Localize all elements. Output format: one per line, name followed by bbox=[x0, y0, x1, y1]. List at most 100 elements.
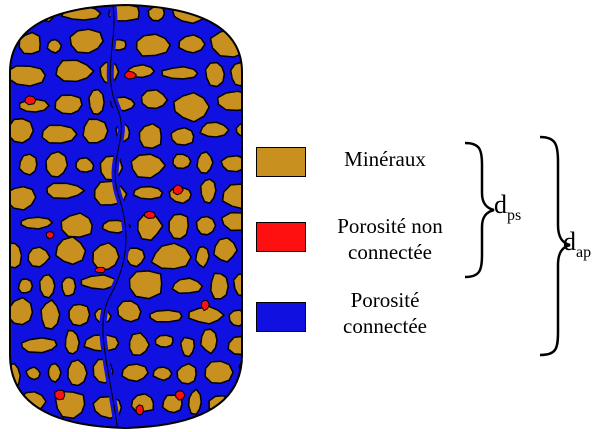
mineral-grain bbox=[116, 300, 142, 323]
mineral-grain bbox=[210, 272, 229, 300]
mineral-grain bbox=[92, 241, 120, 271]
non-connected-pore bbox=[94, 266, 107, 274]
mineral-grain bbox=[130, 153, 167, 179]
mineral-grain bbox=[187, 388, 202, 416]
mineral-grain bbox=[216, 90, 242, 112]
mineral-grain bbox=[172, 91, 211, 123]
mineral-grain bbox=[199, 178, 217, 204]
mineral-grain bbox=[170, 127, 195, 146]
connected-label-line2: connectée bbox=[343, 314, 427, 338]
mineral-grain bbox=[10, 65, 47, 87]
non-connected-pore bbox=[124, 70, 138, 80]
non-connected-pore bbox=[54, 389, 66, 401]
mineral-grain bbox=[69, 28, 104, 54]
mineral-grain bbox=[67, 359, 88, 387]
mineral-grain bbox=[212, 237, 238, 263]
mineral-grain bbox=[45, 150, 69, 178]
mineral-grain bbox=[60, 212, 93, 238]
mineral-grain bbox=[195, 215, 217, 236]
mineral-grain bbox=[221, 183, 242, 210]
connected-label-line1: Porosité bbox=[350, 288, 420, 312]
brace-ps bbox=[464, 141, 495, 279]
mineral-grain bbox=[54, 94, 83, 115]
mineral-grain bbox=[54, 236, 87, 266]
mineral-grain bbox=[64, 329, 80, 355]
mineral-grain bbox=[168, 213, 189, 240]
mineral-grain bbox=[18, 31, 41, 55]
mineral-grain bbox=[179, 336, 196, 358]
mineral-grain bbox=[148, 309, 183, 323]
mineral-grain bbox=[68, 303, 91, 327]
mineral-grain bbox=[232, 273, 242, 297]
mineral-grain bbox=[199, 121, 230, 138]
minerals-label: Minéraux bbox=[344, 147, 426, 171]
density-ap-subscript: ap bbox=[576, 244, 592, 261]
mineral-grain bbox=[40, 299, 61, 330]
mineral-grain bbox=[152, 366, 173, 382]
mineral-grain bbox=[20, 337, 58, 354]
non-connected-pore bbox=[24, 95, 37, 106]
mineral-grain bbox=[82, 118, 109, 144]
mineral-grain bbox=[55, 59, 95, 83]
mineral-grain bbox=[132, 185, 164, 200]
brace-ap bbox=[539, 135, 571, 357]
density-ps-label: dps bbox=[494, 190, 521, 225]
mineral-grain bbox=[128, 332, 151, 356]
mineral-grain bbox=[194, 245, 210, 269]
mineral-grain bbox=[27, 246, 51, 268]
mineral-grain bbox=[138, 122, 162, 149]
non-connected-pore bbox=[143, 210, 156, 220]
rock-sample-cylinder bbox=[9, 3, 243, 430]
non-connected-label-line2: connectée bbox=[348, 240, 432, 264]
mineral-grain bbox=[17, 278, 34, 294]
non-connected-porosity-label: Porosité non connectée bbox=[320, 213, 460, 265]
mineral-grain bbox=[161, 66, 199, 80]
mineral-grain bbox=[20, 216, 54, 230]
mineral-grain bbox=[10, 296, 34, 326]
mineral-grain bbox=[10, 185, 37, 211]
non-connected-pore bbox=[135, 404, 145, 416]
mineral-grain bbox=[178, 34, 206, 54]
density-ap-symbol: d bbox=[563, 227, 576, 256]
mineral-grain bbox=[229, 61, 242, 87]
mineral-grain bbox=[61, 276, 77, 297]
mineral-grain bbox=[188, 305, 226, 325]
mineral-grain bbox=[204, 61, 226, 88]
mineral-grain bbox=[88, 88, 105, 115]
mineral-grain bbox=[75, 156, 95, 173]
non-connected-porosity-swatch bbox=[256, 222, 306, 252]
mineral-grain bbox=[154, 334, 174, 348]
non-connected-pore bbox=[45, 231, 55, 240]
mineral-grain bbox=[10, 117, 35, 144]
non-connected-pores bbox=[24, 70, 210, 416]
mineral-grain bbox=[196, 151, 214, 174]
mineral-grain bbox=[38, 273, 56, 299]
mineral-grain bbox=[204, 360, 234, 384]
non-connected-pore bbox=[172, 184, 184, 196]
minerals-swatch bbox=[256, 147, 306, 177]
mineral-grain bbox=[121, 363, 149, 383]
mineral-grain bbox=[200, 328, 218, 355]
mineral-grain bbox=[41, 124, 78, 144]
density-ps-symbol: d bbox=[494, 190, 507, 219]
mineral-grain bbox=[220, 154, 242, 173]
density-ap-label: dap bbox=[563, 227, 591, 262]
mineral-grain bbox=[128, 270, 163, 300]
mineral-grain bbox=[227, 335, 242, 356]
density-ps-subscript: ps bbox=[507, 207, 522, 224]
non-connected-label-line1: Porosité non bbox=[337, 214, 443, 238]
mineral-grain bbox=[140, 89, 169, 110]
connected-porosity-label: Porosité connectée bbox=[320, 287, 450, 339]
mineral-grain bbox=[135, 33, 171, 57]
mineral-grain bbox=[46, 182, 86, 200]
mineral-grain bbox=[46, 38, 63, 54]
mineral-grain bbox=[47, 362, 62, 384]
mineral-grain bbox=[18, 153, 38, 176]
mineral-grain bbox=[80, 274, 119, 291]
mineral-grain bbox=[150, 242, 192, 270]
non-connected-pore bbox=[200, 299, 210, 312]
non-connected-pore bbox=[175, 390, 186, 401]
connected-porosity-swatch bbox=[256, 302, 306, 332]
mineral-grain bbox=[172, 153, 192, 170]
